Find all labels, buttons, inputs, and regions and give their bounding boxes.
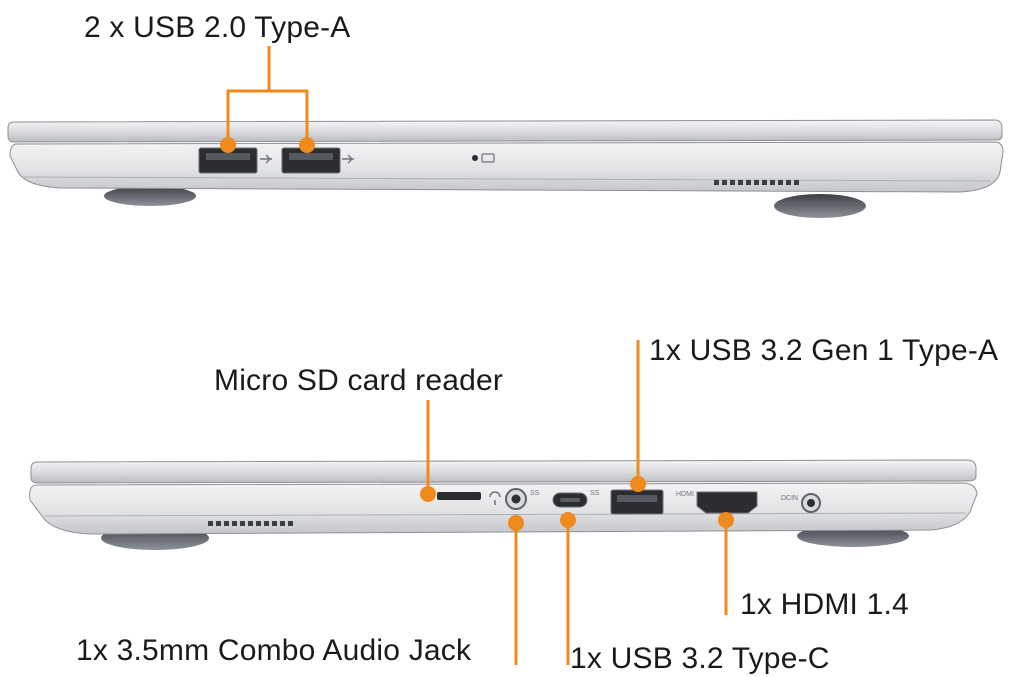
vent-grille <box>714 180 799 185</box>
microsd-slot <box>437 492 481 500</box>
laptop-base <box>29 482 978 535</box>
label-usb32a: 1x USB 3.2 Gen 1 Type-A <box>649 334 999 367</box>
callout-dot <box>718 512 734 528</box>
callout-dot <box>420 486 436 502</box>
label-audio: 1x 3.5mm Combo Audio Jack <box>76 634 472 667</box>
callout-usb20 <box>226 46 309 144</box>
rubber-foot <box>774 194 866 218</box>
laptop-lid <box>7 119 1003 143</box>
laptop-right-side: SS SS HDMI DCIN <box>29 340 978 665</box>
callout-dot <box>630 476 646 492</box>
laptop-lid <box>30 459 977 484</box>
hdmi-mark: HDMI <box>676 491 694 498</box>
hdmi-port <box>696 491 758 514</box>
dcin-mark: DCIN <box>781 495 798 502</box>
callout-dot <box>299 137 315 153</box>
laptop-left-side <box>7 46 1004 218</box>
vent-grille <box>208 521 293 526</box>
callout-dot <box>560 512 576 528</box>
usb-icon <box>260 154 354 164</box>
indicator-led <box>472 155 478 161</box>
rubber-foot <box>104 186 196 206</box>
label-microsd: Micro SD card reader <box>214 364 504 397</box>
callout-dot <box>220 137 236 153</box>
laptop-base <box>9 141 1004 193</box>
callout-dot <box>508 515 524 531</box>
superspeed-mark-left: SS <box>530 490 540 497</box>
label-usbc: 1x USB 3.2 Type-C <box>570 642 830 675</box>
label-hdmi: 1x HDMI 1.4 <box>740 588 909 621</box>
label-usb20: 2 x USB 2.0 Type-A <box>84 11 351 44</box>
superspeed-mark-right: SS <box>590 490 600 497</box>
headset-icon <box>489 491 501 505</box>
battery-icon <box>481 153 495 163</box>
